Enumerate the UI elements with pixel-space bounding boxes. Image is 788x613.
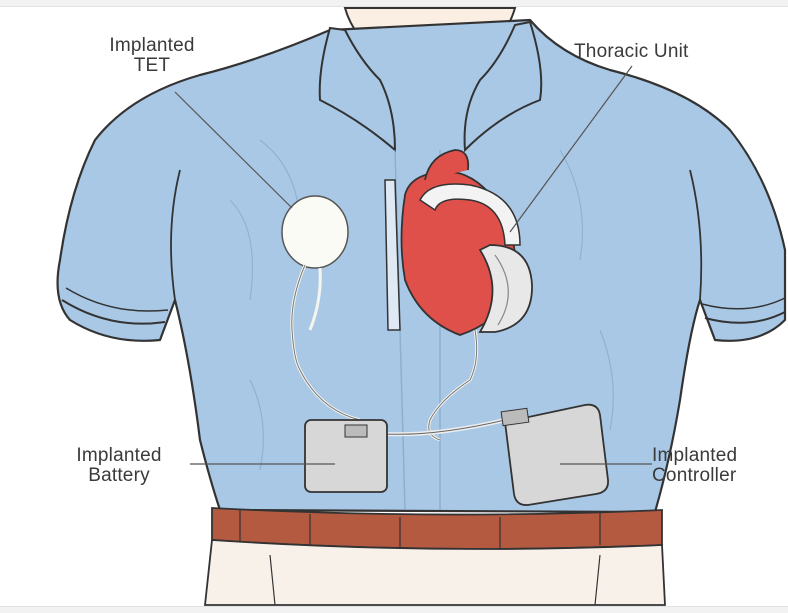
label-tet-line2: TET: [82, 56, 222, 76]
label-tet-line1: Implanted: [82, 36, 222, 56]
label-battery-line2: Battery: [44, 466, 194, 486]
label-implanted-controller: Implanted Controller: [652, 446, 788, 486]
label-implanted-tet: Implanted TET: [82, 36, 222, 76]
label-thoracic-unit: Thoracic Unit: [574, 42, 754, 62]
label-implanted-battery: Implanted Battery: [44, 446, 194, 486]
bottom-frame: [0, 606, 788, 613]
belt: [212, 508, 662, 549]
label-thoracic-line1: Thoracic Unit: [574, 42, 754, 62]
label-controller-line2: Controller: [652, 466, 788, 486]
label-controller-line1: Implanted: [652, 446, 788, 466]
label-battery-line1: Implanted: [44, 446, 194, 466]
tet-coil: [282, 196, 348, 268]
